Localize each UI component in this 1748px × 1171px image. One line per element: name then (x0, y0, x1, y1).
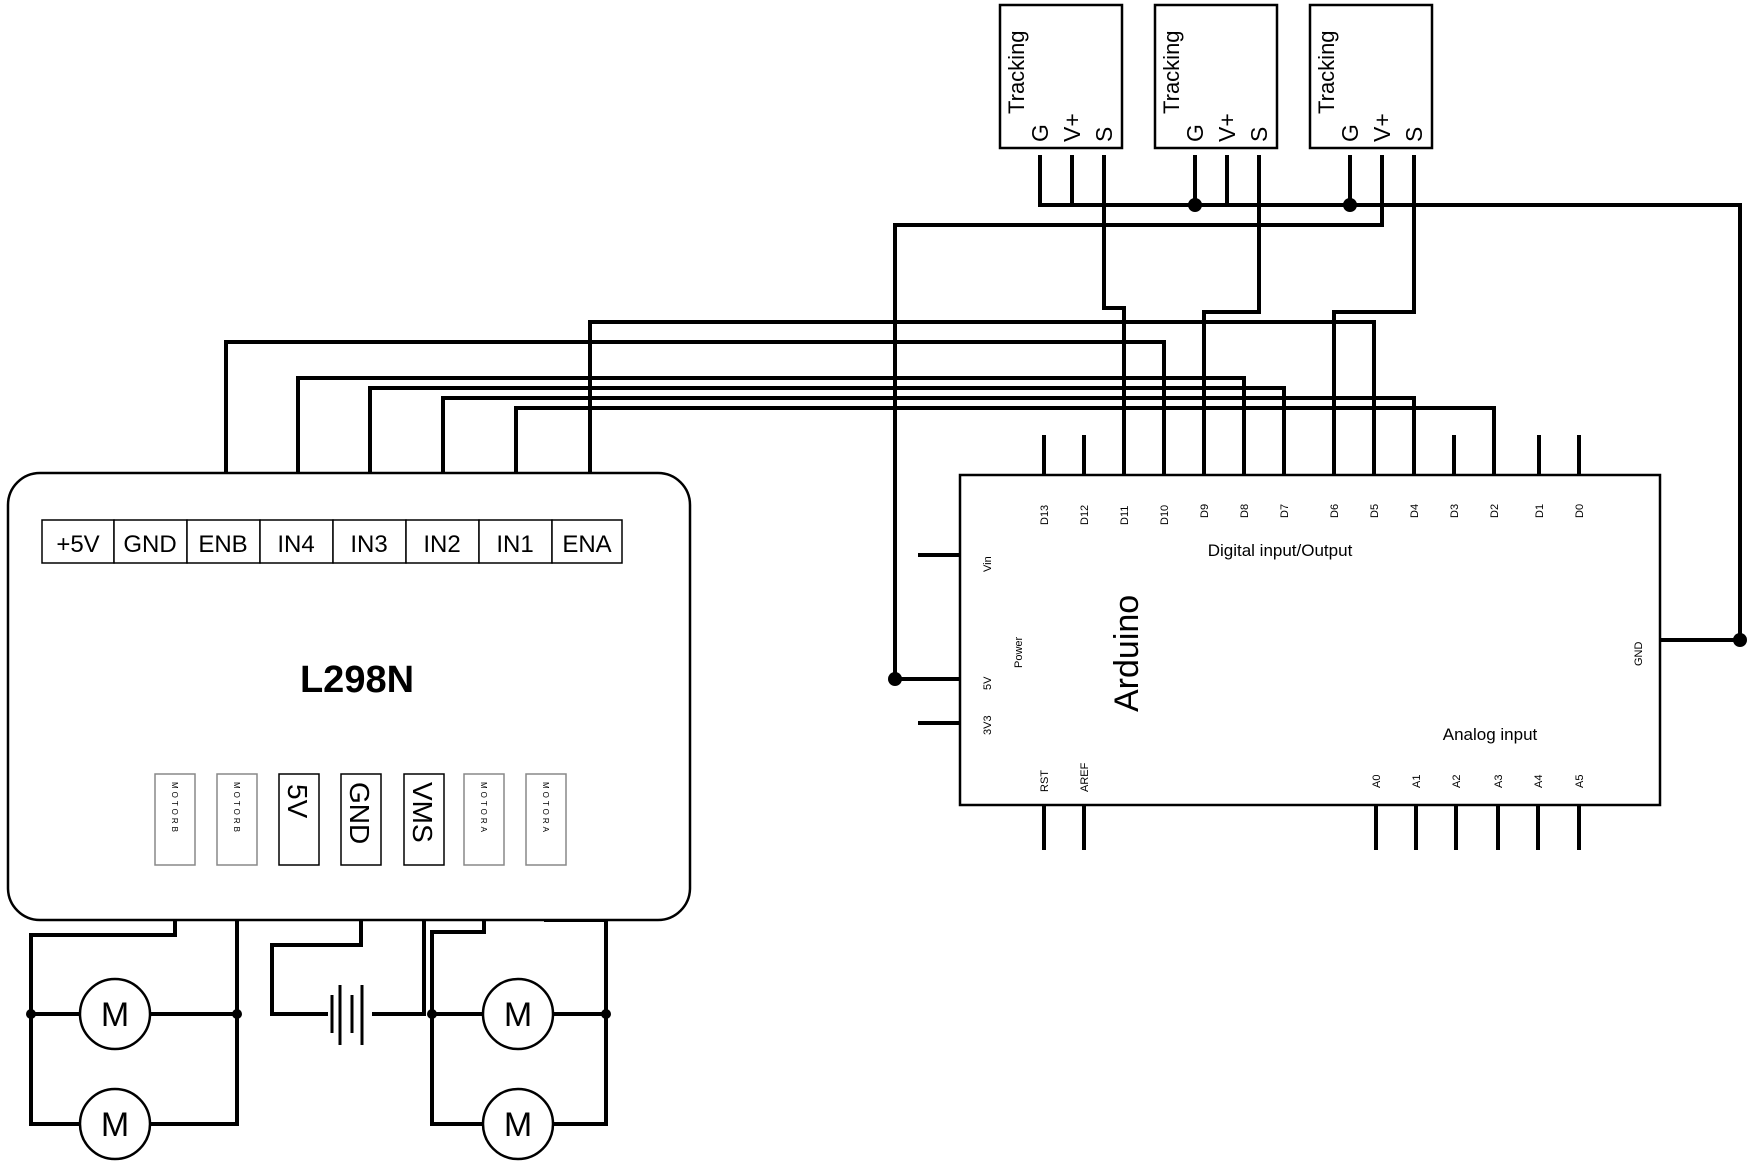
sensor-pin-s: S (1401, 127, 1427, 142)
pin-label-aref: AREF (1079, 762, 1091, 792)
l298n-title: L298N (300, 659, 414, 701)
motor-label: M (101, 996, 129, 1034)
pin-label-a1: A1 (1411, 775, 1423, 788)
pin-in2: IN2 (423, 531, 460, 558)
pin-motorb-1: MOTORB (170, 782, 179, 835)
pin-label-5v: 5V (982, 676, 994, 690)
junction-dots (26, 198, 1747, 1019)
tracking-sensor-label: Tracking (1314, 30, 1339, 114)
pin-label-d10: D10 (1159, 505, 1171, 525)
sensor-pin-vplus: V+ (1214, 113, 1240, 142)
pin-label-vin: Vin (982, 556, 994, 572)
motor-b2: M (78, 1087, 152, 1161)
l298n-top-terminal-block: +5V GND ENB IN4 IN3 IN2 IN1 ENA (41, 519, 623, 564)
analog-input-label: Analog input (1443, 725, 1538, 744)
pin-label-d13: D13 (1039, 505, 1051, 525)
sensor-pin-s: S (1091, 127, 1117, 142)
pin-label-d6: D6 (1329, 504, 1341, 518)
pin-motorb-2: MOTORB (232, 782, 241, 835)
power-label: Power (1013, 636, 1025, 668)
digital-io-label: Digital input/Output (1208, 541, 1353, 560)
sensor-pin-g: G (1182, 124, 1208, 142)
pin-in4: IN4 (277, 531, 314, 558)
pin-5v: +5V (56, 531, 99, 558)
tracking-sensor-label: Tracking (1004, 30, 1029, 114)
pin-label-a4: A4 (1533, 775, 1545, 788)
tracking-sensor-3: Tracking G V+ S (1308, 3, 1434, 150)
battery-icon (328, 985, 372, 1045)
pin-label-d2: D2 (1489, 504, 1501, 518)
pin-label-d4: D4 (1409, 504, 1421, 518)
pin-label-d12: D12 (1079, 505, 1091, 525)
sensor-pin-g: G (1337, 124, 1363, 142)
pin-motora-1: MOTORA (479, 782, 488, 835)
pin-in1: IN1 (496, 531, 533, 558)
motor-a2: M (481, 1087, 555, 1161)
pin-gnd-bottom: GND (344, 782, 375, 844)
wires (29, 155, 1742, 1126)
pin-label-d3: D3 (1449, 504, 1461, 518)
sensor-pin-g: G (1027, 124, 1053, 142)
pin-label-a3: A3 (1493, 775, 1505, 788)
arduino-board: Arduino Digital input/Output Analog inpu… (958, 435, 1662, 850)
pin-label-d0: D0 (1574, 504, 1586, 518)
pin-ena: ENA (562, 531, 611, 558)
motor-label: M (504, 1106, 532, 1144)
motor-a1: M (481, 977, 555, 1051)
motor-label: M (504, 996, 532, 1034)
l298n-module: L298N +5V GND ENB IN4 IN3 IN2 IN1 ENA (6, 471, 692, 922)
digital-pin-labels: D13 D12 D11 D10 D9 D8 D7 D6 D5 D4 D3 D2 … (1039, 504, 1586, 525)
pin-label-d11: D11 (1119, 506, 1131, 525)
pin-label-3v3: 3V3 (982, 715, 994, 735)
motor-label: M (101, 1106, 129, 1144)
l298n-bottom-terminals: MOTORB MOTORB 5V GND VMS MOTORA MOTORA (154, 773, 567, 866)
arduino-bottom-pin-stubs (1042, 805, 1581, 850)
pin-enb: ENB (198, 531, 247, 558)
sensor-pin-vplus: V+ (1369, 113, 1395, 142)
pin-label-rst: RST (1039, 770, 1051, 792)
pin-label-d7: D7 (1279, 504, 1291, 518)
pin-label-d1: D1 (1534, 504, 1546, 518)
pin-gnd: GND (123, 531, 176, 558)
pin-label-a5: A5 (1574, 775, 1586, 788)
pin-label-a2: A2 (1451, 775, 1463, 788)
pin-5v-bottom: 5V (282, 784, 313, 819)
motor-b1: M (78, 977, 152, 1051)
pin-label-d8: D8 (1239, 504, 1251, 518)
arduino-gnd-label: GND (1633, 642, 1645, 667)
sensor-pin-s: S (1246, 127, 1272, 142)
sensor-pin-vplus: V+ (1059, 113, 1085, 142)
arduino-digital-pin-stubs (1042, 435, 1581, 475)
bottom-pin-labels: RST AREF A0 A1 A2 A3 A4 A5 (1039, 762, 1586, 792)
pin-label-d5: D5 (1369, 504, 1381, 518)
pin-label-d9: D9 (1199, 504, 1211, 518)
pin-in3: IN3 (350, 531, 387, 558)
tracking-sensor-1: Tracking G V+ S (998, 3, 1124, 150)
pin-label-a0: A0 (1371, 775, 1383, 788)
tracking-sensor-label: Tracking (1159, 30, 1184, 114)
pin-motora-2: MOTORA (541, 782, 550, 835)
arduino-title: Arduino (1108, 595, 1146, 712)
tracking-sensor-2: Tracking G V+ S (1153, 3, 1279, 150)
pin-vms: VMS (407, 782, 438, 843)
left-pin-labels: Vin 5V 3V3 (982, 556, 994, 735)
